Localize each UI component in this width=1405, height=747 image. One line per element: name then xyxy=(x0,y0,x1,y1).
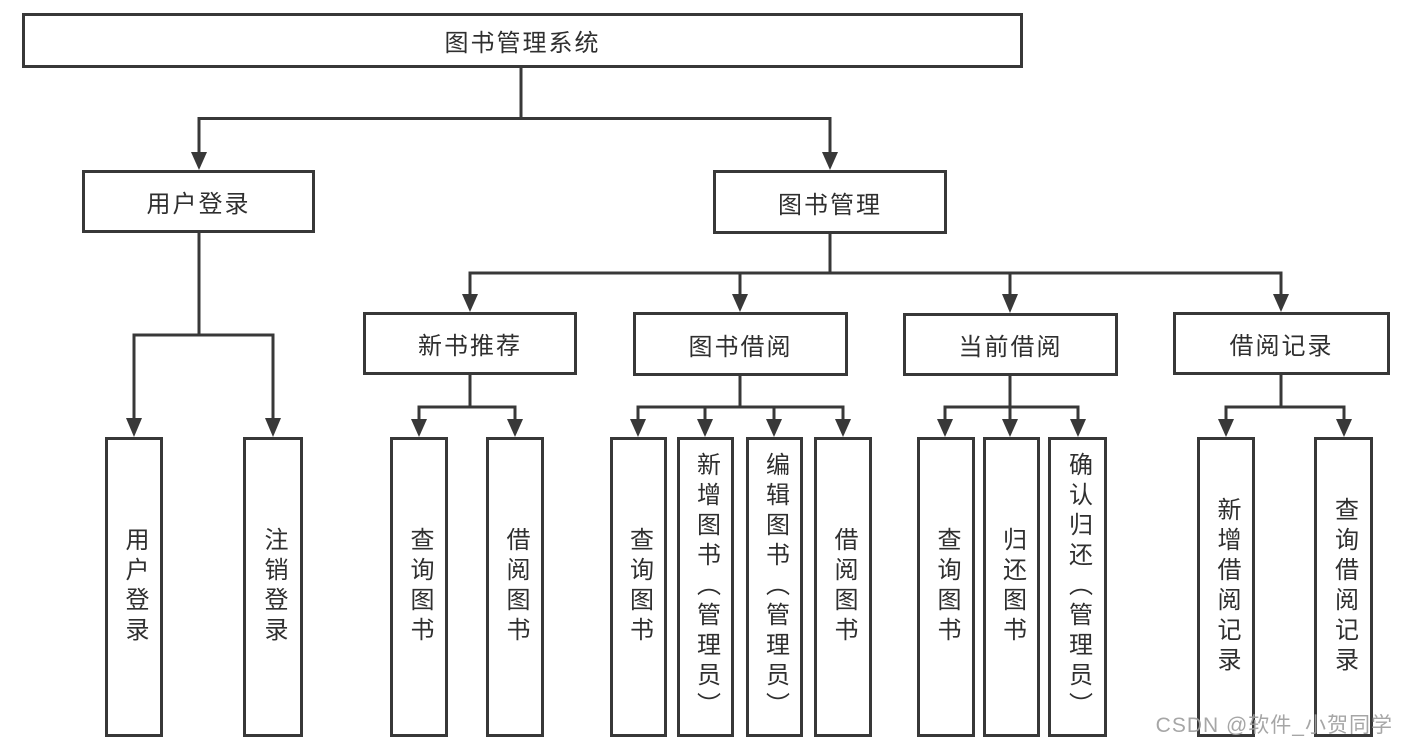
arrowhead xyxy=(1002,294,1018,313)
leaf-edit-books-admin: 编辑图书（管理员） xyxy=(746,437,803,737)
arrowhead xyxy=(507,419,523,437)
arrowhead xyxy=(822,152,838,170)
leaf-query-borrow-record: 查询借阅记录 xyxy=(1314,437,1373,737)
leaf-query-books-current-label: 查询图书 xyxy=(933,527,960,647)
leaf-edit-books-admin-label: 编辑图书（管理员） xyxy=(761,452,789,722)
arrowhead xyxy=(697,419,713,437)
leaf-borrow-books-label: 借阅图书 xyxy=(830,527,857,647)
leaf-add-books-admin-label: 新增图书（管理员） xyxy=(692,452,720,722)
node-new-book-recommend: 新书推荐 xyxy=(363,312,577,375)
leaf-query-books-recommend: 查询图书 xyxy=(390,437,448,737)
leaf-add-books-admin: 新增图书（管理员） xyxy=(677,437,734,737)
arrowhead xyxy=(1273,294,1289,312)
arrowhead xyxy=(732,294,748,312)
arrowhead xyxy=(462,294,478,312)
node-user-login: 用户登录 xyxy=(82,170,315,233)
arrowhead xyxy=(411,419,427,437)
node-borrowing-records-label: 借阅记录 xyxy=(1229,333,1334,360)
leaf-confirm-return-admin: 确认归还（管理员） xyxy=(1048,437,1107,737)
node-book-borrowing-label: 图书借阅 xyxy=(688,333,793,361)
arrowhead xyxy=(937,419,953,437)
leaf-user-login: 用户登录 xyxy=(105,437,163,737)
node-book-management-label: 图书管理 xyxy=(778,191,882,219)
leaf-logout: 注销登录 xyxy=(243,437,303,737)
arrowhead xyxy=(1002,419,1018,437)
csdn-watermark: CSDN @软件_小贺同学 xyxy=(1155,714,1393,737)
leaf-borrow-books: 借阅图书 xyxy=(814,437,872,737)
leaf-logout-label: 注销登录 xyxy=(260,527,287,647)
arrowhead xyxy=(265,418,281,437)
leaf-add-borrow-record-label: 新增借阅记录 xyxy=(1213,497,1240,677)
node-root-system: 图书管理系统 xyxy=(22,13,1023,68)
arrowhead xyxy=(835,419,851,437)
leaf-query-borrow-record-label: 查询借阅记录 xyxy=(1330,497,1358,677)
arrowhead xyxy=(191,152,207,170)
arrowhead xyxy=(630,419,646,437)
leaf-borrow-books-recommend-label: 借阅图书 xyxy=(502,527,529,647)
node-user-login-label: 用户登录 xyxy=(146,191,251,218)
leaf-add-borrow-record: 新增借阅记录 xyxy=(1197,437,1255,737)
arrowhead xyxy=(126,418,142,437)
leaf-user-login-label: 用户登录 xyxy=(121,527,148,647)
leaf-query-books-current: 查询图书 xyxy=(917,437,975,737)
leaf-query-books-borrowing: 查询图书 xyxy=(610,437,667,737)
leaf-return-books: 归还图书 xyxy=(983,437,1040,737)
leaf-confirm-return-admin-label: 确认归还（管理员） xyxy=(1064,452,1092,722)
node-book-management: 图书管理 xyxy=(713,170,947,234)
leaf-query-books-recommend-label: 查询图书 xyxy=(406,527,433,647)
arrowhead xyxy=(766,419,782,437)
node-book-borrowing: 图书借阅 xyxy=(633,312,848,376)
node-new-book-recommend-label: 新书推荐 xyxy=(418,333,522,360)
node-current-borrowing-label: 当前借阅 xyxy=(958,334,1063,361)
node-current-borrowing: 当前借阅 xyxy=(903,313,1118,376)
leaf-borrow-books-recommend: 借阅图书 xyxy=(486,437,544,737)
arrowhead xyxy=(1218,419,1234,437)
node-borrowing-records: 借阅记录 xyxy=(1173,312,1390,375)
arrowhead xyxy=(1336,419,1352,437)
arrowhead xyxy=(1070,419,1086,437)
leaf-return-books-label: 归还图书 xyxy=(998,527,1026,647)
node-root-label: 图书管理系统 xyxy=(444,30,601,57)
leaf-query-books-borrowing-label: 查询图书 xyxy=(625,527,653,647)
